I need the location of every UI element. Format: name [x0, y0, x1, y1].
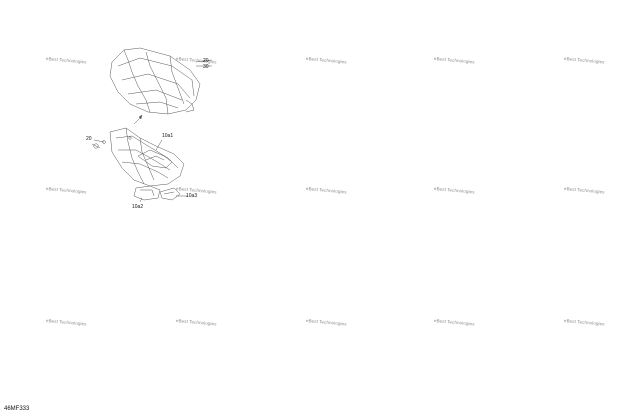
lower-body-part: [91, 114, 188, 203]
callout-10a2: 10a2: [132, 204, 144, 210]
upper-seat-part: [109, 47, 213, 115]
callout-20: 20: [86, 136, 92, 142]
callout-10a3: 10a3: [186, 193, 198, 199]
callout-20-top: 20: [203, 58, 209, 64]
callout-10a1: 10a1: [162, 133, 174, 139]
drawing-code: 46MF333: [4, 406, 30, 412]
callout-30-top: 30: [203, 64, 209, 70]
